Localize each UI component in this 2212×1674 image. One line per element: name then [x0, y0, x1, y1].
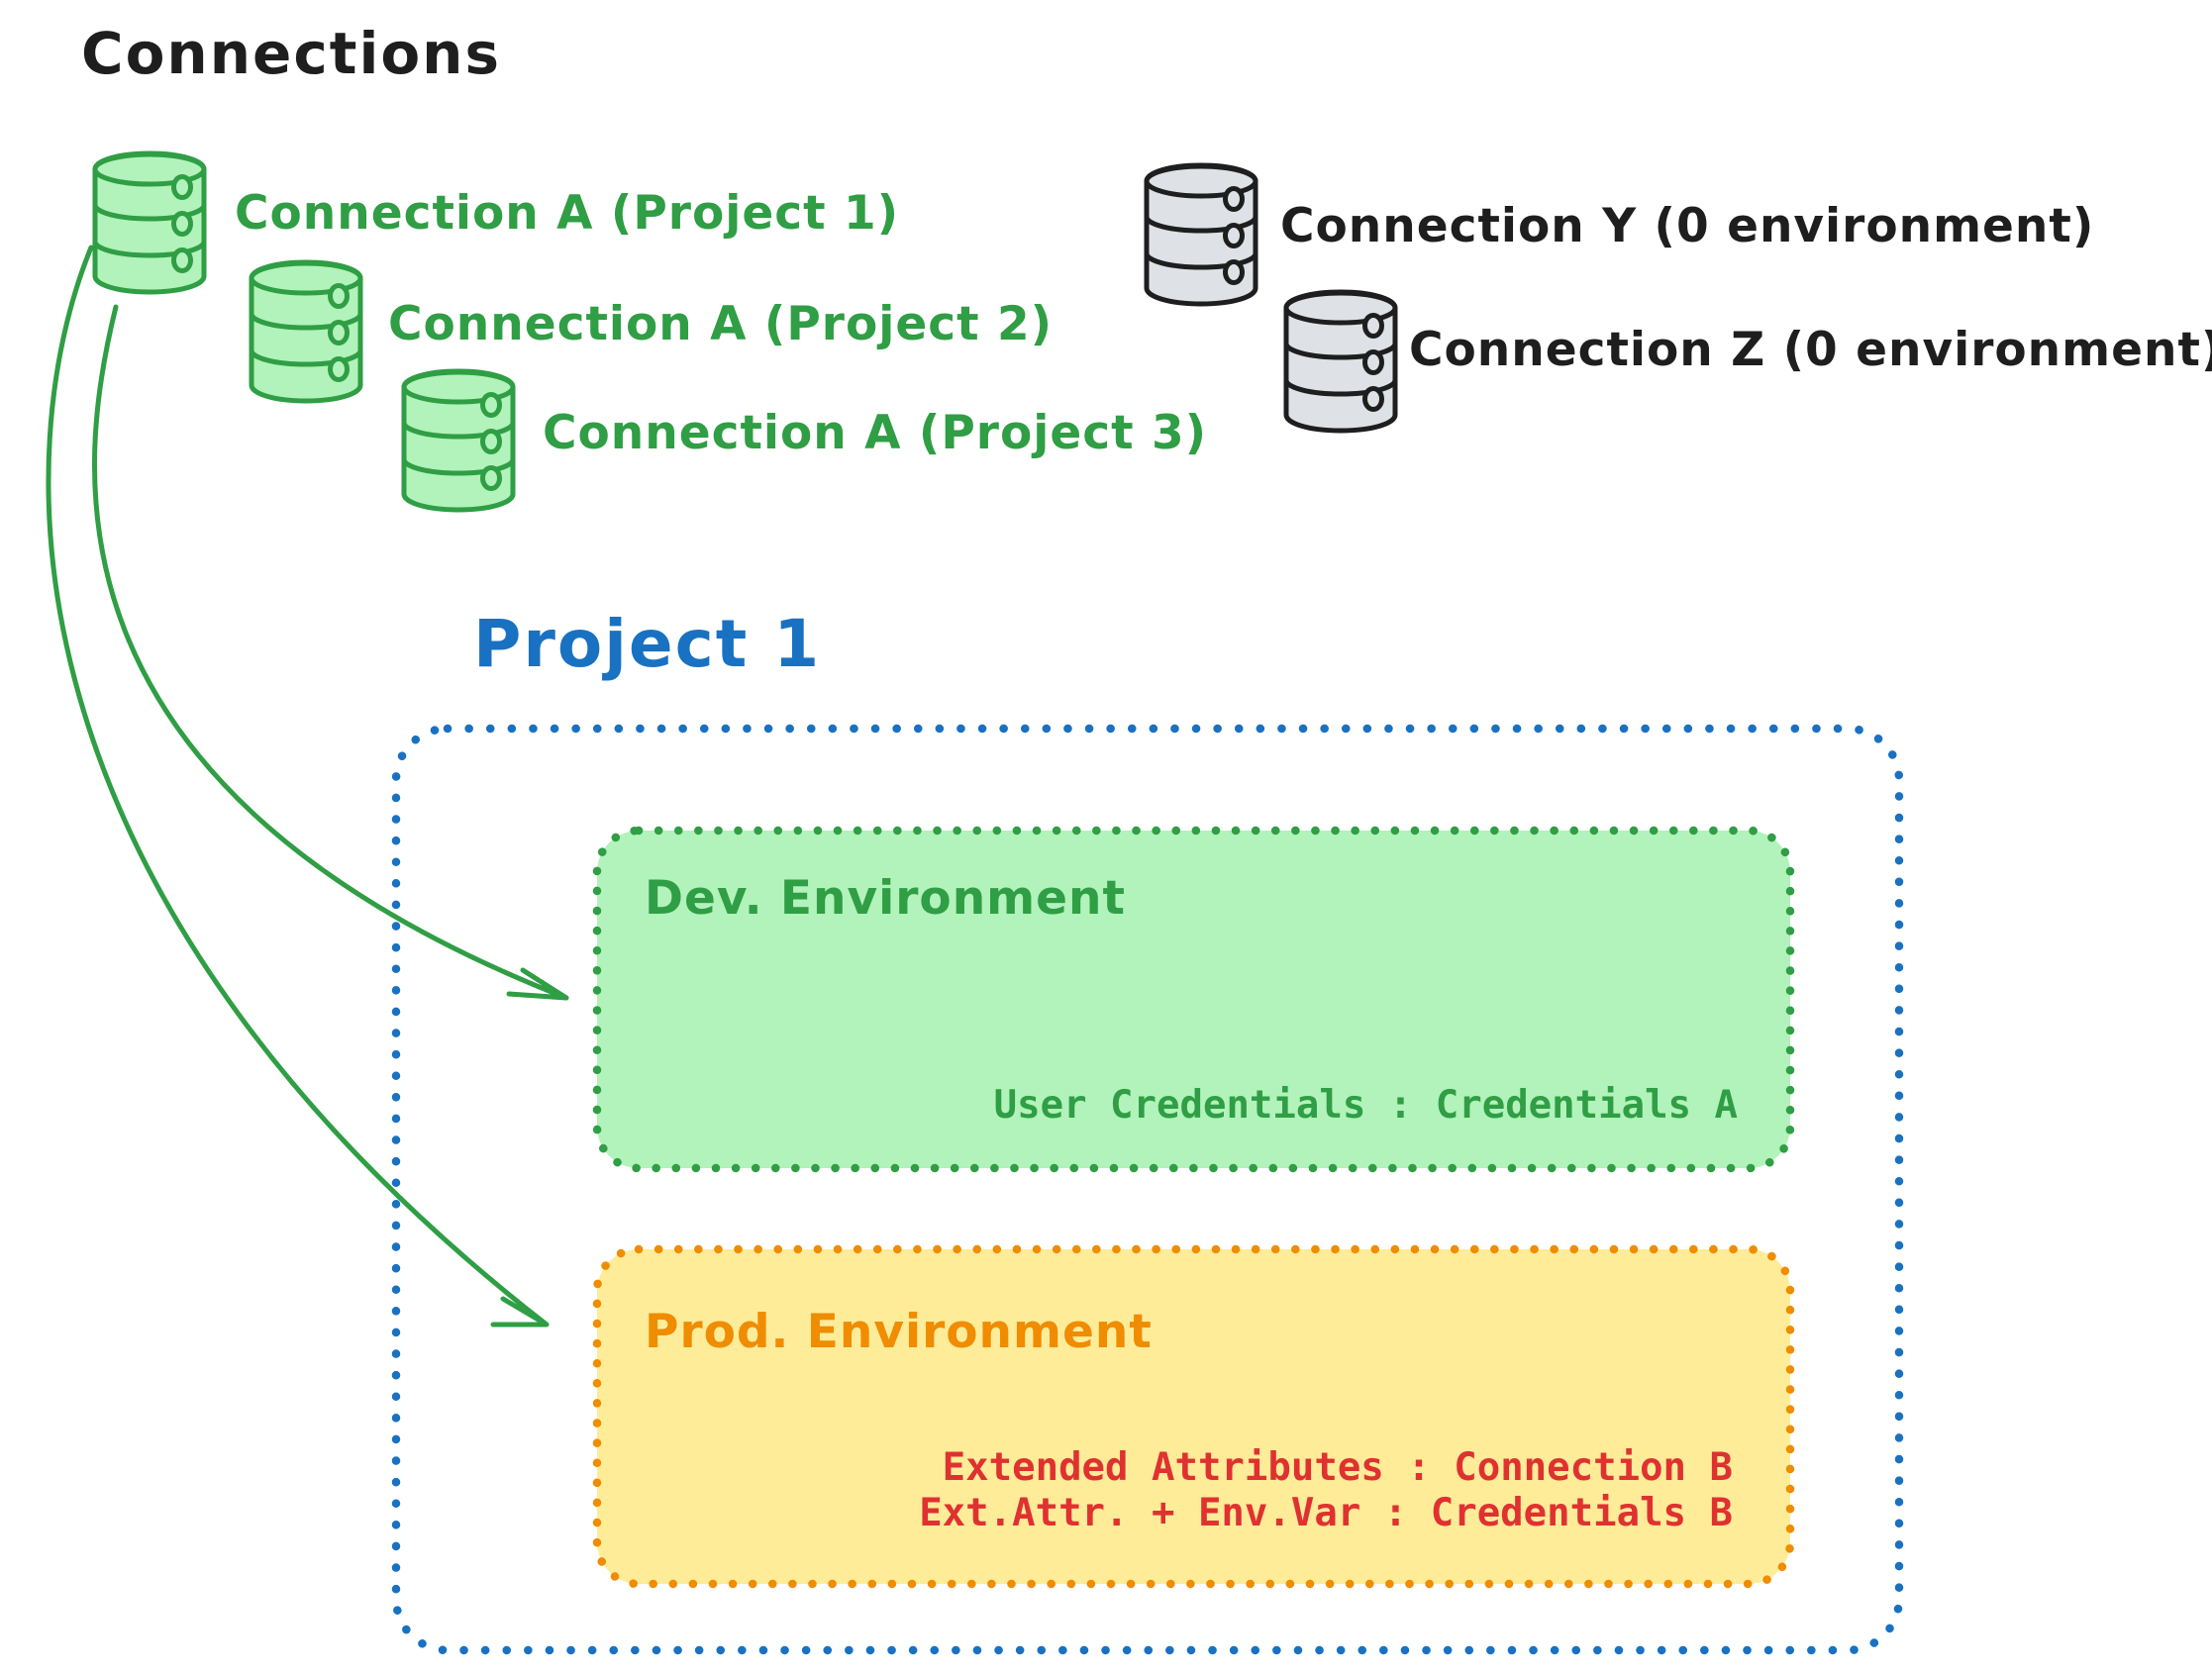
dev-environment-title: Dev. Environment	[645, 871, 1126, 926]
database-icon-connection-a-project-3	[404, 371, 513, 510]
project-1-box	[391, 724, 1904, 1655]
database-icon-connection-a-project-1	[95, 153, 204, 292]
connection-z-label: Connection Z (0 environment)	[1409, 323, 2212, 377]
prod-mapping-ext-attr-env-var: Ext.Attr. + Env.Var : Credentials B	[919, 1491, 1733, 1535]
connection-a-project-2-label: Connection A (Project 2)	[388, 297, 1054, 351]
project-1-title: Project 1	[473, 606, 822, 682]
prod-environment-title: Prod. Environment	[645, 1305, 1153, 1359]
arrow-connection-a-to-dev	[92, 304, 569, 1001]
prod-credential-mappings: Extended Attributes : Connection B Ext.A…	[919, 1445, 1733, 1536]
database-icon-connection-y	[1147, 165, 1256, 304]
prod-mapping-extended-attributes: Extended Attributes : Connection B	[942, 1445, 1733, 1490]
connection-a-project-3-label: Connection A (Project 3)	[543, 406, 1208, 460]
dev-credential-mapping: User Credentials : Credentials A	[993, 1083, 1738, 1128]
dev-environment-box	[592, 826, 1795, 1173]
prod-environment-box	[592, 1244, 1795, 1589]
diagram-title: Connections	[81, 20, 501, 87]
database-icon-connection-a-project-2	[251, 262, 360, 401]
database-icon-connection-z	[1286, 292, 1395, 431]
arrow-connection-a-to-prod	[46, 245, 550, 1328]
connection-y-label: Connection Y (0 environment)	[1280, 199, 2095, 253]
connection-a-project-1-label: Connection A (Project 1)	[235, 186, 900, 241]
